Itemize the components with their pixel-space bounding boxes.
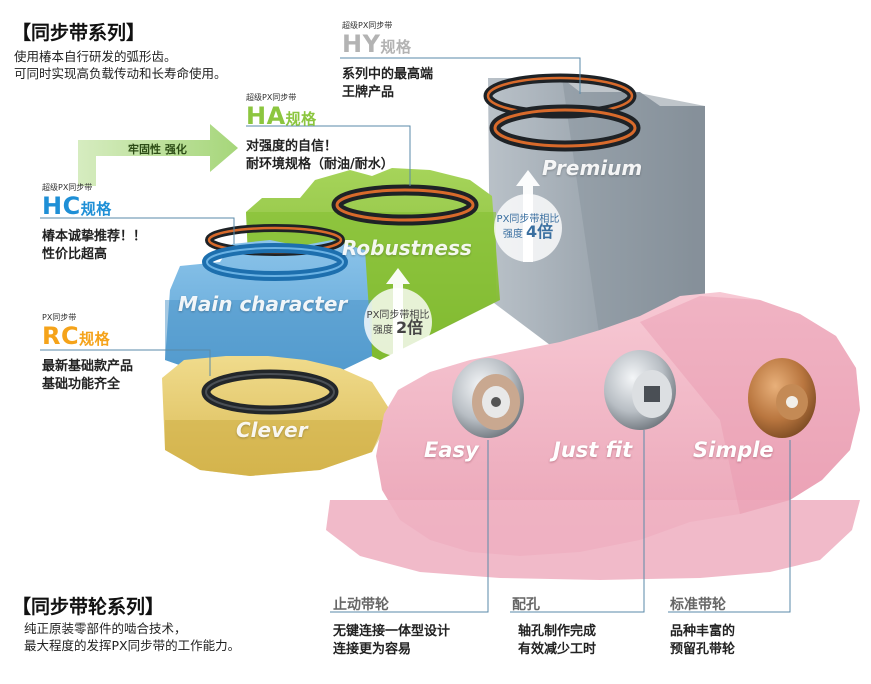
belt-series-title: 【同步带系列】: [12, 22, 146, 44]
pulley-easy: [452, 358, 524, 438]
strength-2x-times: 2倍: [396, 318, 424, 337]
strength-arrow-4x: [494, 170, 562, 262]
kw-simple: Simple: [693, 438, 774, 462]
strength-4x-line2: 强度 4倍: [494, 224, 562, 241]
kw-robustness: Robustness: [342, 236, 472, 260]
belt-ha: [331, 184, 479, 226]
rc-suffix: 规格: [79, 330, 111, 348]
rc-sup: PX同步带: [42, 313, 77, 322]
kw-just-fit: Just fit: [553, 438, 633, 462]
belt-series-desc-2: 可同时实现高负载传动和长寿命使用。: [14, 66, 227, 81]
pulley-1-line-1: 无键连接一体型设计: [333, 624, 451, 639]
hy-sup: 超级PX同步带: [342, 21, 393, 30]
belt-hy: [483, 73, 641, 152]
pulley-series-desc-2: 最大程度的发挥PX同步带的工作能力。: [24, 638, 241, 653]
belt-series-desc-1: 使用椿本自行研发的弧形齿。: [14, 49, 177, 64]
strength-4x-times: 4倍: [526, 222, 554, 241]
strength-arrow-2x: [364, 268, 432, 356]
kw-premium: Premium: [542, 156, 643, 180]
leader-lines: [40, 57, 791, 613]
hc-line-2: 性价比超高: [42, 247, 108, 262]
pulley-2-title: 配孔: [512, 597, 540, 613]
kw-easy: Easy: [424, 438, 479, 462]
strength-badge-2x: PX同步带相比 强度 2倍: [364, 310, 432, 337]
rc-code: RC: [42, 322, 80, 350]
kw-main-character: Main character: [178, 292, 348, 316]
pulley-gear: [326, 292, 860, 580]
belt-hc: [202, 224, 348, 281]
strength-4x-line1: PX同步带相比: [496, 214, 560, 225]
ha-code: HA: [246, 102, 286, 130]
pulley-2-line-2: 有效减少工时: [518, 642, 597, 657]
hy-line-1: 系列中的最高端: [342, 67, 434, 82]
rc-line-2: 基础功能齐全: [42, 377, 121, 392]
ha-sup: 超级PX同步带: [246, 93, 297, 102]
pulley-2-line-1: 轴孔制作完成: [518, 624, 597, 639]
pulley-3-line-1: 品种丰富的: [670, 624, 736, 639]
hc-code: HC: [42, 192, 81, 220]
ha-line-2: 耐环境规格（耐油/耐水）: [246, 157, 394, 172]
hc-line-1: 椿本诚挚推荐！！: [42, 229, 147, 244]
pulley-1-title: 止动带轮: [333, 597, 389, 613]
ha-line-1: 对强度的自信！: [246, 139, 338, 154]
strength-2x-line2: 强度 2倍: [364, 320, 432, 337]
belt-rc: [201, 369, 339, 415]
hy-suffix: 规格: [380, 38, 412, 56]
progress-arrow-shape: [78, 124, 238, 186]
pulley-simple: [748, 358, 816, 438]
hy-line-2: 王牌产品: [342, 85, 395, 100]
hy-code: HY: [342, 30, 381, 58]
kw-clever: Clever: [236, 418, 308, 442]
hy-heading: HY规格: [342, 30, 411, 58]
strength-2x-line1: PX同步带相比: [366, 310, 430, 321]
pulley-3-line-2: 预留孔带轮: [670, 642, 736, 657]
pulley-justfit: [604, 350, 676, 430]
pulley-3-title: 标准带轮: [670, 597, 726, 613]
pulley-series-desc-1: 纯正原装零部件的啮合技术，: [24, 621, 187, 636]
strength-2x-prefix: 强度: [372, 325, 393, 336]
rc-heading: RC规格: [42, 322, 110, 350]
ha-suffix: 规格: [285, 110, 317, 128]
progress-arrow-label: 牢固性 强化: [128, 143, 187, 156]
strength-4x-prefix: 强度: [502, 229, 523, 240]
pulley-1-line-2: 连接更为容易: [333, 642, 412, 657]
hc-suffix: 规格: [80, 200, 112, 218]
hc-heading: HC规格: [42, 192, 112, 220]
ha-heading: HA规格: [246, 102, 317, 130]
rc-line-1: 最新基础款产品: [42, 359, 134, 374]
pulley-series-title: 【同步带轮系列】: [12, 596, 165, 618]
strength-badge-4x: PX同步带相比 强度 4倍: [494, 214, 562, 241]
hc-sup: 超级PX同步带: [42, 183, 93, 192]
